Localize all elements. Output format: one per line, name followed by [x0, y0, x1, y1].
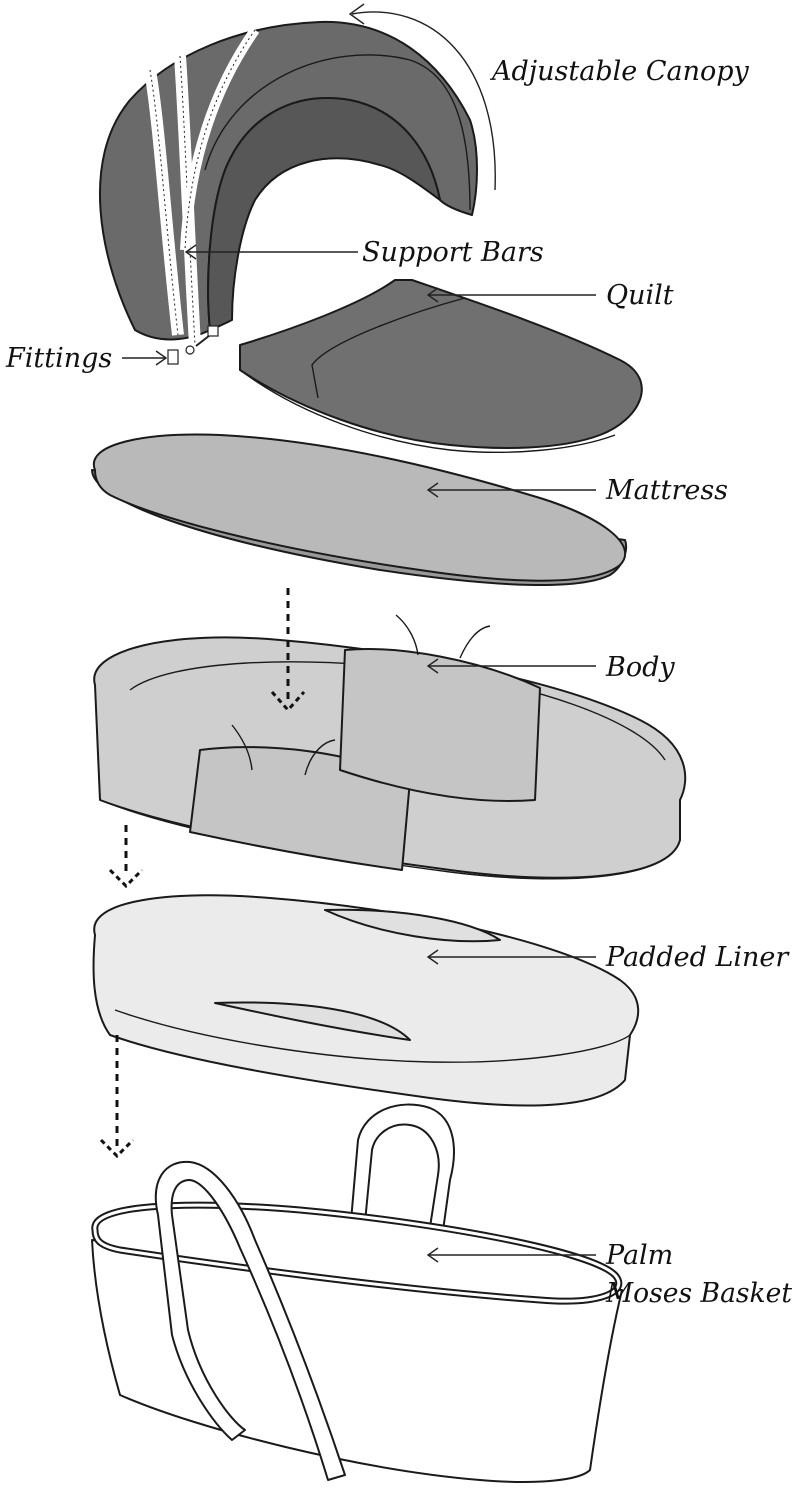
- fittings-hardware: [167, 325, 219, 365]
- assembly-arrow-2: [108, 825, 144, 889]
- label-adjustable-canopy: Adjustable Canopy: [489, 56, 750, 87]
- liner-head-pad: [324, 908, 501, 943]
- body-leader: [426, 658, 596, 674]
- liner-foot-pad: [214, 1001, 411, 1041]
- basket-leader: [426, 1247, 596, 1263]
- support-bars-leader: [184, 244, 358, 260]
- label-mattress: Mattress: [605, 475, 728, 506]
- canopy-rotation-arrow: [351, 11, 496, 191]
- body-tie-front-1: [231, 724, 253, 771]
- body-front-panel: [189, 746, 411, 871]
- body-back-panel: [339, 648, 541, 802]
- label-moses-basket: Moses Basket: [605, 1278, 792, 1309]
- liner-top-edge: [114, 1009, 631, 1063]
- fittings-leader: [122, 350, 168, 366]
- quilt-leader: [426, 287, 596, 303]
- mattress-part: [91, 433, 628, 587]
- basket-handle-front: [154, 1160, 346, 1481]
- padded-liner-part: [92, 894, 640, 1107]
- canopy-part: [99, 20, 478, 365]
- moses-basket-part: [91, 1103, 623, 1483]
- mattress-leader: [426, 482, 596, 498]
- support-bar-3: [180, 27, 260, 251]
- assembly-arrow-3: [99, 1035, 135, 1159]
- label-fittings: Fittings: [5, 343, 112, 374]
- canopy-rim: [204, 54, 471, 211]
- support-bar-1: [144, 69, 184, 336]
- label-quilt: Quilt: [606, 280, 674, 311]
- liner-outer: [92, 894, 640, 1107]
- label-support-bars: Support Bars: [362, 237, 544, 268]
- body-bottom-edge: [99, 799, 681, 880]
- label-padded-liner: Padded Liner: [605, 942, 790, 973]
- body-part: [93, 614, 687, 880]
- quilt-part: [239, 279, 643, 453]
- quilt-edge: [239, 369, 616, 453]
- body-tie-front-2: [304, 739, 336, 776]
- assembly-arrow-1: [270, 588, 306, 713]
- padded-liner-leader: [426, 949, 596, 965]
- label-body: Body: [605, 652, 675, 683]
- label-palm: Palm: [605, 1240, 673, 1271]
- quilt-shape: [239, 279, 643, 449]
- body-tie-back-2: [459, 625, 491, 659]
- support-bar-2-stitch: [179, 55, 196, 346]
- mattress-top: [92, 433, 627, 582]
- canopy-rotation-arrowhead: [348, 3, 365, 25]
- quilt-fold: [311, 297, 466, 399]
- body-tie-back-1: [395, 614, 419, 656]
